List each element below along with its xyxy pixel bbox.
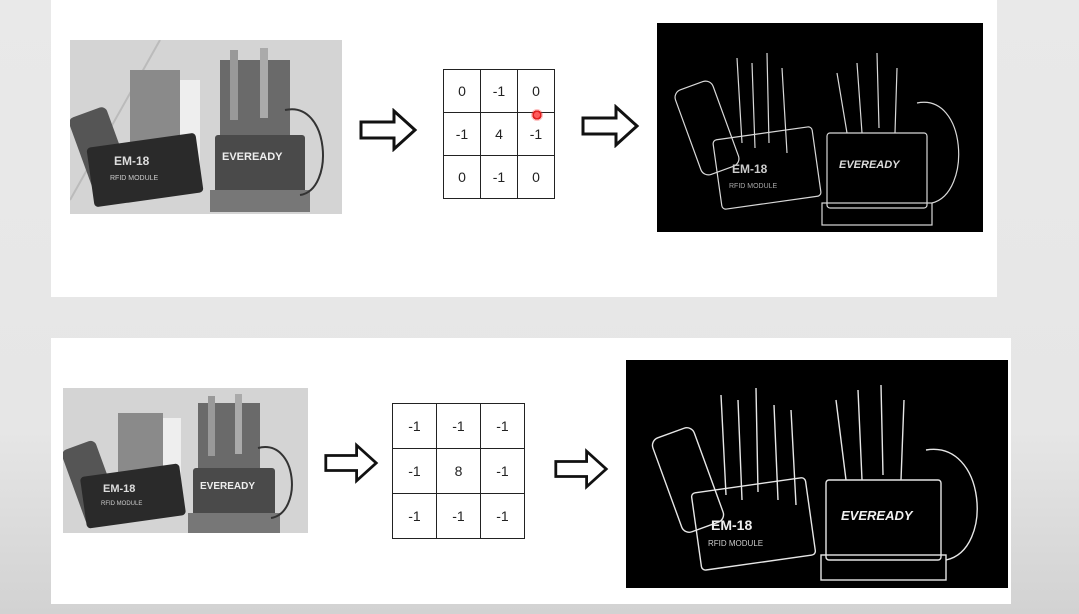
kernel-row: 0 -1 0 — [443, 69, 555, 113]
kernel-cell: -1 — [480, 448, 525, 494]
edge-label-eveready: EVEREADY — [841, 508, 914, 523]
kernel-row: -1 8 -1 — [392, 448, 525, 494]
kernel-cell: 8 — [436, 448, 481, 494]
photo-label-rfid: RFID MODULE — [110, 175, 159, 182]
kernel-row: 0 -1 0 — [443, 155, 555, 199]
kernel-cell: 0 — [517, 155, 555, 199]
kernel-cell: -1 — [480, 403, 525, 449]
kernel-cell: -1 — [436, 493, 481, 539]
photo-label-rfid: RFID MODULE — [101, 501, 142, 507]
edge-label-em18: EM-18 — [711, 517, 752, 533]
kernel-cell: -1 — [436, 403, 481, 449]
edge-label-em18: EM-18 — [732, 162, 768, 176]
output-edge-image: EM-18 RFID MODULE EVEREADY — [626, 360, 1008, 588]
hollow-right-arrow-icon — [323, 442, 379, 484]
kernel-cell: -1 — [392, 448, 437, 494]
kernel-row: -1 -1 -1 — [392, 403, 525, 449]
hollow-right-arrow-icon — [580, 104, 640, 148]
input-grayscale-photo: EM-18 RFID MODULE EVEREADY — [70, 40, 342, 214]
kernel-cell: 0 — [517, 69, 555, 113]
kernel-cell: -1 — [392, 403, 437, 449]
hollow-right-arrow-icon — [553, 448, 609, 490]
kernel-cell: -1 — [480, 493, 525, 539]
kernel-cell: 0 — [443, 69, 481, 113]
edge-label-eveready: EVEREADY — [839, 159, 901, 171]
input-grayscale-photo: EM-18 RFID MODULE EVEREADY — [63, 388, 308, 533]
cursor-dot-icon — [531, 109, 543, 121]
kernel-cell: -1 — [480, 69, 518, 113]
kernel-cell: -1 — [392, 493, 437, 539]
edge-label-rfid: RFID MODULE — [729, 183, 778, 190]
edge-label-rfid: RFID MODULE — [708, 539, 763, 548]
kernel-cell: -1 — [480, 155, 518, 199]
kernel-row: -1 -1 -1 — [392, 493, 525, 539]
kernel-matrix: 0 -1 0 -1 4 -1 0 -1 0 — [443, 69, 555, 199]
kernel-matrix: -1 -1 -1 -1 8 -1 -1 -1 -1 — [392, 403, 525, 539]
kernel-cell: 0 — [443, 155, 481, 199]
photo-label-eveready: EVEREADY — [200, 481, 255, 492]
kernel-cell: 4 — [480, 112, 518, 156]
photo-label-em18: EM-18 — [103, 483, 135, 495]
output-edge-image: EM-18 RFID MODULE EVEREADY — [657, 23, 983, 232]
kernel-cell: -1 — [443, 112, 481, 156]
hollow-right-arrow-icon — [358, 108, 418, 152]
photo-label-em18: EM-18 — [114, 154, 150, 168]
photo-label-eveready: EVEREADY — [222, 151, 283, 163]
